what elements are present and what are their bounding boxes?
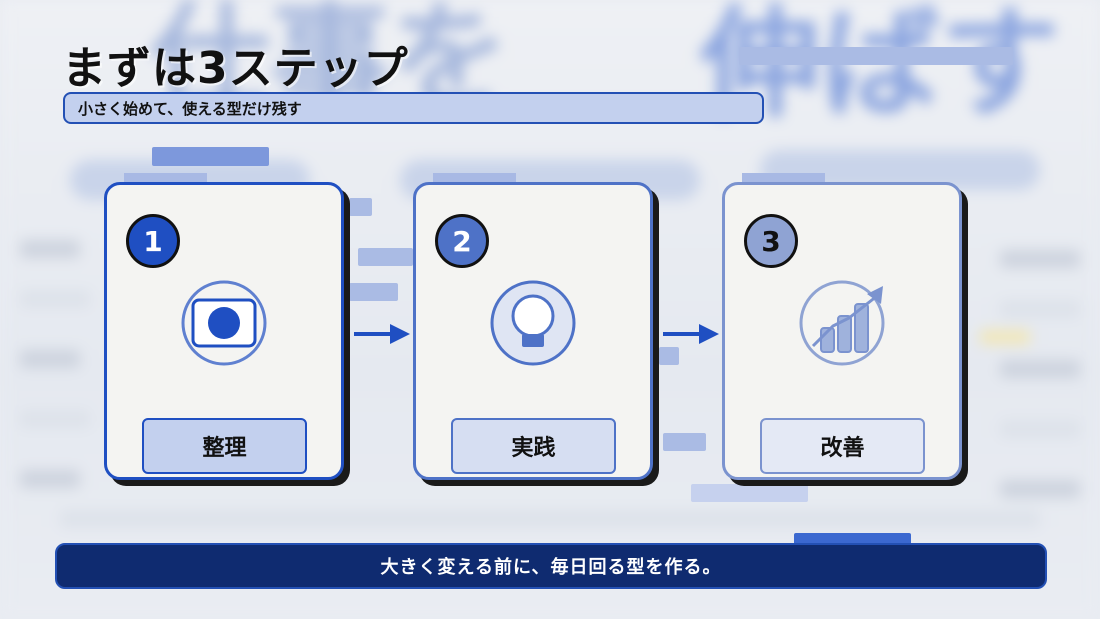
step-number-2: 2 bbox=[435, 214, 489, 268]
step-label-1: 整理 bbox=[142, 418, 307, 474]
page-subtitle: 小さく始めて、使える型だけ残す bbox=[78, 99, 302, 118]
lightbulb-icon bbox=[488, 278, 578, 368]
step-label-3: 改善 bbox=[760, 418, 925, 474]
decorative-bar bbox=[663, 433, 706, 451]
arrow-right-icon bbox=[663, 321, 723, 347]
arrow-right-icon bbox=[354, 321, 414, 347]
page-title: まずは3ステップ bbox=[62, 43, 409, 94]
step-card-2: 2 実践 bbox=[413, 182, 653, 480]
footer-banner: 大きく変える前に、毎日回る型を作る。 bbox=[55, 543, 1047, 589]
decorative-bar bbox=[152, 147, 269, 166]
step-card-1: 1 整理 bbox=[104, 182, 344, 480]
decorative-bar bbox=[349, 198, 372, 216]
decorative-bar bbox=[691, 484, 808, 502]
step-number-3: 3 bbox=[744, 214, 798, 268]
decorative-bar bbox=[349, 283, 398, 301]
growth-chart-icon bbox=[797, 278, 887, 368]
footer-text: 大きく変える前に、毎日回る型を作る。 bbox=[380, 557, 722, 578]
subtitle-banner: 小さく始めて、使える型だけ残す bbox=[63, 92, 764, 124]
step-card-3: 3 改善 bbox=[722, 182, 962, 480]
decorative-bar bbox=[659, 347, 679, 365]
step-label-2: 実践 bbox=[451, 418, 616, 474]
decorative-bar bbox=[739, 47, 1013, 65]
frame-circle-icon bbox=[179, 278, 269, 368]
step-number-1: 1 bbox=[126, 214, 180, 268]
decorative-bar bbox=[358, 248, 413, 266]
